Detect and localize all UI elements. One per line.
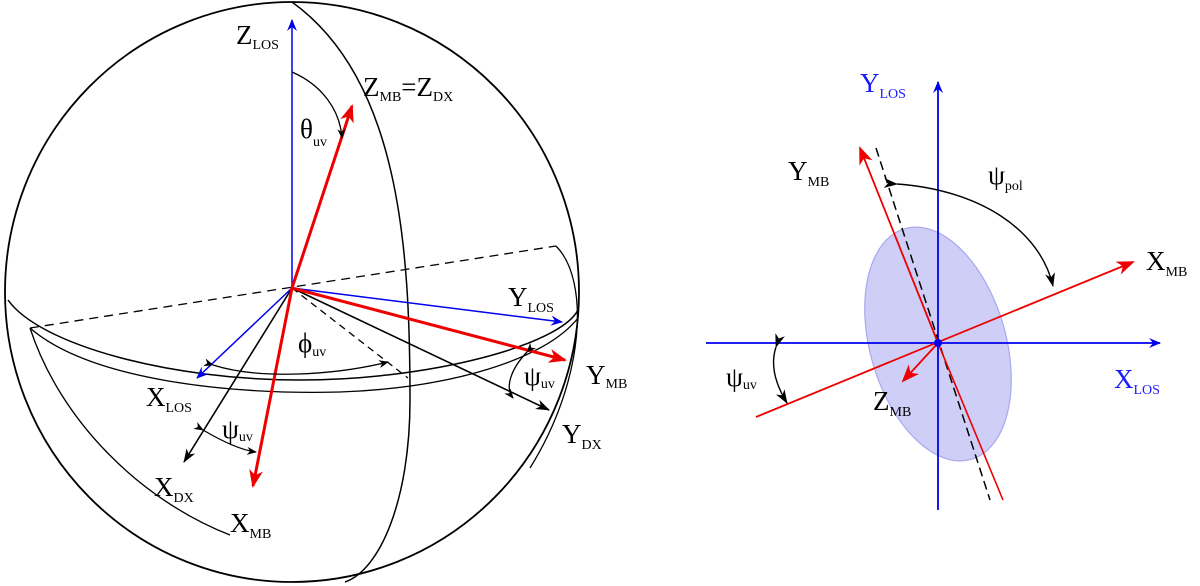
phi-uv-arc [203,358,389,375]
label-z-mb-eq-z-dx: ZMB=ZDX [363,72,453,105]
label-psi-uv-right: ψuv [726,362,757,393]
label-y-mb: YMB [586,360,627,392]
label-theta-uv: θuv [300,114,327,150]
psi-uv-arc-right [772,333,788,404]
label-x-mb: XMB [230,508,271,542]
psi-pol-arc [883,178,1055,287]
label-x-mb-right: XMB [1146,246,1187,280]
label-y-los-right: YLOS [860,68,906,102]
label-x-los: XLOS [146,382,192,416]
label-psi-uv-left: ψuv [222,414,253,445]
label-x-los-right: XLOS [1114,364,1160,398]
label-phi-uv: ϕuv [298,328,326,360]
mb-minor-axis-line [937,342,1004,501]
label-y-mb-right: YMB [788,156,829,190]
label-x-dx: XDX [154,472,194,506]
equator-back-dashed [29,245,557,329]
psi-uv-left-arc [193,421,257,455]
label-y-los: YLOS [508,282,554,316]
x-mb-axis-right [755,261,1135,418]
equator-front-arc [7,299,579,381]
label-psi-uv-right: ψuv [524,361,555,392]
label-y-dx: YDX [562,419,602,453]
origin-dot [934,339,942,347]
right-meridian-arc [529,245,578,469]
y-los-axis [291,287,563,326]
meridian-arc [291,1,411,583]
right-beam-diagram: YLOS YMB ψpol XMB ψuv XLOS ZMB [706,68,1187,510]
left-meridian-arc [29,327,231,536]
left-sphere-diagram: ZLOS ZMB=ZDX θuv YLOS ϕuv ψuv YMB XLOS ψ… [4,1,627,583]
theta-uv-arc [291,71,346,139]
label-z-los: ZLOS [236,20,279,53]
label-z-mb-right: ZMB [873,386,911,420]
label-psi-pol: ψpol [988,160,1023,194]
z-mb-axis-right [901,342,939,383]
x-mb-axis [249,287,294,488]
psi-uv-right-arc [504,342,537,399]
